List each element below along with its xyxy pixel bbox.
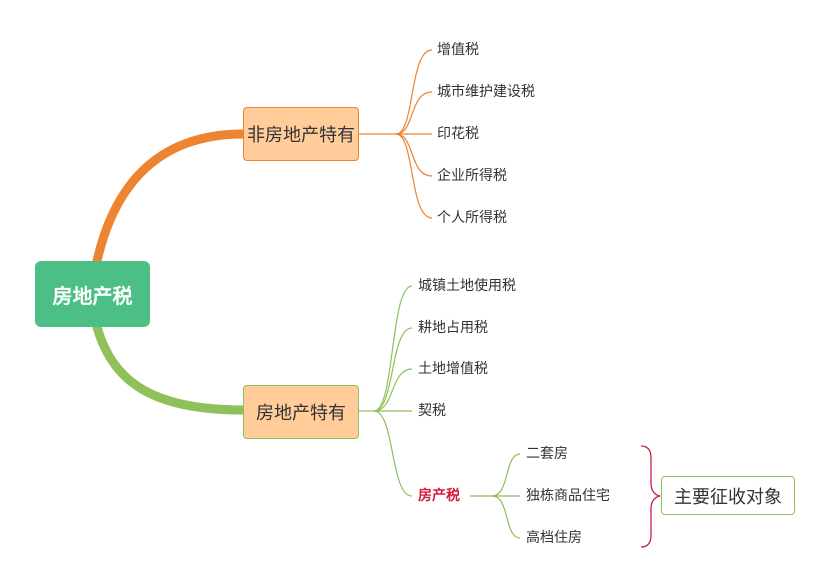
top-branch-fan xyxy=(359,49,433,219)
leaf-farmland-occupation-tax[interactable]: 耕地占用税 xyxy=(418,320,488,336)
subleaf-second-home[interactable]: 二套房 xyxy=(526,446,568,462)
leaf-corporate-income-tax[interactable]: 企业所得税 xyxy=(437,168,507,184)
leaf-urban-maintenance-tax[interactable]: 城市维护建设税 xyxy=(437,84,535,100)
leaf-stamp-tax[interactable]: 印花税 xyxy=(437,126,479,142)
leaf-urban-land-use-tax[interactable]: 城镇土地使用税 xyxy=(418,278,516,294)
root-to-bottom-branch-connector xyxy=(92,322,248,415)
leaf-deed-tax[interactable]: 契税 xyxy=(418,403,446,419)
branch-real-estate[interactable]: 房地产特有 xyxy=(243,385,359,439)
root-node[interactable]: 房地产税 xyxy=(35,261,150,327)
summary-brace xyxy=(640,445,661,548)
leaf-property-tax[interactable]: 房产税 xyxy=(418,488,460,504)
summary-node[interactable]: 主要征收对象 xyxy=(661,476,795,515)
bottom-branch-fan xyxy=(359,285,413,497)
leaf-land-value-added-tax[interactable]: 土地增值税 xyxy=(418,361,488,377)
leaf-vat[interactable]: 增值税 xyxy=(437,42,479,58)
leaf-personal-income-tax[interactable]: 个人所得税 xyxy=(437,210,507,226)
property-tax-fan xyxy=(470,453,521,539)
subleaf-luxury-housing[interactable]: 高档住房 xyxy=(526,530,582,546)
root-to-top-branch-connector xyxy=(92,129,248,266)
branch-non-real-estate[interactable]: 非房地产特有 xyxy=(243,107,359,161)
subleaf-detached-house[interactable]: 独栋商品住宅 xyxy=(526,488,610,504)
